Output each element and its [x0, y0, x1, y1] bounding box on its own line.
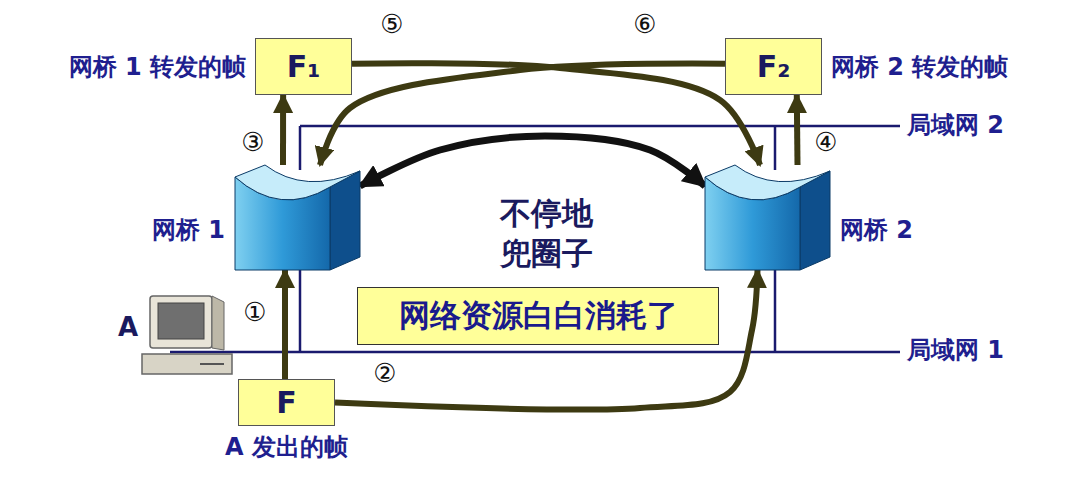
- flow-arrow: [320, 63, 725, 165]
- monitor-case: [150, 296, 212, 348]
- callout-number: ⑥: [633, 8, 656, 42]
- callout-number: ⑤: [380, 8, 403, 42]
- frame-box: FA 发出的帧: [238, 379, 335, 426]
- frame-name: F: [276, 385, 297, 420]
- bridge-shape: [235, 165, 360, 270]
- callout-number: ④: [814, 126, 837, 160]
- bridge-device: 网桥 2: [705, 165, 830, 270]
- network-name: 局域网 2: [904, 110, 1007, 141]
- flow-arrow: [360, 136, 705, 186]
- loop-note: 不停地 兜圈子: [494, 193, 599, 274]
- lan-1-line: [170, 351, 900, 354]
- bridge-top-rim: [705, 165, 830, 200]
- node-caption: 网桥 1 转发的帧: [69, 51, 246, 83]
- network-name: 局域网 1: [904, 335, 1007, 366]
- bridge-top-rim: [235, 165, 360, 200]
- flow-arrow: [335, 270, 758, 410]
- bridge-side: [800, 171, 830, 270]
- flow-arrow: [352, 63, 760, 165]
- frame-box: F₁网桥 1 转发的帧: [255, 38, 352, 95]
- flow-arrow: [282, 270, 288, 379]
- callout-number: ③: [241, 126, 264, 160]
- computer-icon: [142, 296, 232, 374]
- bridge-device: 网桥 1: [235, 165, 360, 270]
- host-name: A: [118, 311, 138, 345]
- callout-number: ②: [373, 357, 396, 391]
- bridge-1-port-upper: [299, 126, 302, 170]
- bridge-2-port-upper: [774, 126, 777, 170]
- flow-arrow: [280, 95, 286, 165]
- monitor-screen: [158, 303, 204, 339]
- flow-arrow: [794, 95, 801, 165]
- frame-name: F₂: [757, 49, 791, 84]
- note-text: 网络资源白白消耗了: [399, 295, 678, 337]
- node-caption: 网桥 2: [840, 214, 913, 246]
- lan-lines: [170, 126, 900, 352]
- bridge-1-port-lower: [299, 268, 302, 352]
- note-box: 网络资源白白消耗了: [357, 287, 719, 345]
- bridge-side: [330, 171, 360, 270]
- lan-2-line: [300, 125, 900, 128]
- node-caption: 网桥 2 转发的帧: [831, 51, 1008, 83]
- bridge-2-port-lower: [774, 268, 777, 352]
- node-caption: 网桥 1: [152, 214, 225, 246]
- frame-box: F₂网桥 2 转发的帧: [725, 38, 822, 95]
- monitor-side: [212, 296, 224, 350]
- node-caption: A 发出的帧: [225, 431, 348, 463]
- frame-name: F₁: [287, 49, 321, 84]
- bridge-shape: [705, 165, 830, 270]
- callout-number: ①: [243, 296, 266, 330]
- drive-slot: [200, 363, 224, 365]
- computer-base: [142, 354, 232, 374]
